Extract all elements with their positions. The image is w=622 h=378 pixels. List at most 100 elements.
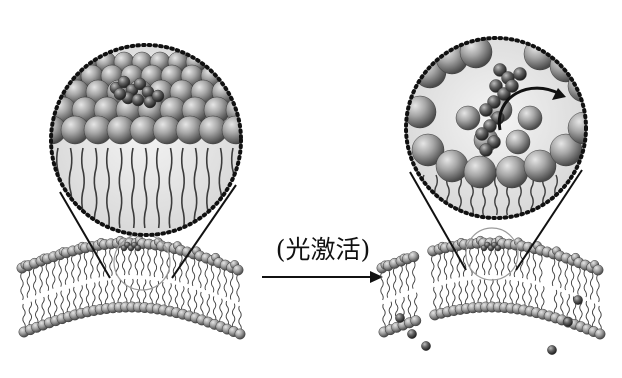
photosensitizer-molecule bbox=[132, 94, 144, 106]
lipid-tail bbox=[497, 279, 499, 305]
lipid-head bbox=[60, 52, 80, 72]
lipid-head bbox=[235, 329, 245, 339]
lipid-tail bbox=[491, 279, 493, 305]
lipid-tail bbox=[465, 281, 467, 307]
lipid-tail bbox=[131, 279, 133, 305]
lipid-tail bbox=[29, 302, 31, 328]
lipid-tail bbox=[78, 253, 80, 281]
lipid-head bbox=[568, 70, 600, 102]
lipid-head bbox=[222, 116, 250, 144]
photosensitizer-molecule bbox=[135, 245, 141, 251]
lipid-tail bbox=[110, 248, 112, 276]
lipid-head bbox=[550, 50, 582, 82]
lipid-head bbox=[456, 106, 480, 130]
lipid-tail bbox=[154, 249, 156, 277]
lipid-tail bbox=[67, 289, 69, 315]
lipid-tail bbox=[182, 286, 184, 312]
disrupted-lipid-bilayer bbox=[377, 236, 605, 355]
lipid-tail bbox=[103, 249, 105, 277]
lipid-tail bbox=[84, 252, 86, 280]
lipid-tail bbox=[226, 301, 228, 327]
lipid-tail bbox=[387, 270, 389, 298]
lipid-tail bbox=[230, 272, 232, 300]
zoom-target-circle bbox=[466, 228, 518, 280]
lipid-tail bbox=[160, 250, 162, 278]
lipid-tail bbox=[470, 248, 472, 276]
lipid-tail bbox=[434, 287, 436, 313]
lipid-tail bbox=[122, 247, 124, 275]
intact-membrane-panel bbox=[17, 45, 257, 339]
lipid-tail bbox=[478, 279, 480, 305]
lipid-tail bbox=[142, 248, 144, 276]
lipid-tail bbox=[510, 280, 512, 306]
lipid-tail bbox=[232, 304, 234, 330]
lipid-tail bbox=[54, 293, 56, 319]
lipid-head bbox=[518, 106, 542, 130]
lipid-tail bbox=[508, 248, 510, 276]
lipid-tail bbox=[586, 301, 588, 327]
lipid-tail bbox=[523, 282, 525, 308]
lipid-head bbox=[222, 52, 242, 72]
lipid-head bbox=[436, 150, 468, 182]
lipid-tail bbox=[112, 280, 114, 306]
lipid-tail bbox=[40, 265, 42, 293]
lipid-tail bbox=[61, 291, 63, 317]
lipid-tail bbox=[74, 287, 76, 313]
lipid-tail bbox=[148, 248, 150, 276]
lipid-tail bbox=[389, 302, 391, 328]
lipid-tail bbox=[105, 281, 107, 307]
lipid-tail bbox=[93, 283, 95, 309]
photosensitizer-molecule bbox=[480, 144, 493, 157]
lipid-tail bbox=[406, 263, 408, 291]
lipid-tail bbox=[150, 280, 152, 306]
lipid-tail bbox=[137, 279, 139, 305]
lipid-tail bbox=[213, 296, 215, 322]
lipid-tail bbox=[27, 270, 29, 298]
lipid-tail bbox=[540, 254, 542, 282]
lipid-tail bbox=[218, 267, 220, 295]
lipid-tail bbox=[33, 267, 35, 295]
lipid-tail bbox=[42, 297, 44, 323]
lipid-tail bbox=[495, 247, 497, 275]
lipid-tail bbox=[578, 267, 580, 295]
lipid-tail bbox=[438, 253, 440, 281]
lipid-tail bbox=[80, 285, 82, 311]
lipid-tail bbox=[48, 295, 50, 321]
lipid-head bbox=[409, 252, 419, 262]
lipid-tail bbox=[65, 257, 67, 285]
lipid-tail bbox=[239, 306, 241, 332]
lipid-tail bbox=[99, 281, 101, 307]
lipid-tail bbox=[408, 295, 410, 321]
lipid-tail bbox=[444, 252, 446, 280]
lipid-tail bbox=[400, 265, 402, 293]
lipid-tail bbox=[554, 290, 556, 316]
lipid-tail bbox=[169, 283, 171, 309]
lipid-tail bbox=[590, 272, 592, 300]
lipid-tail bbox=[459, 281, 461, 307]
lipid-tail bbox=[584, 269, 586, 297]
photosensitizer-molecule bbox=[476, 128, 489, 141]
lipid-tail bbox=[527, 251, 529, 279]
lipid-tail bbox=[53, 261, 55, 289]
photosensitizer-molecule bbox=[114, 88, 126, 100]
lipid-tail bbox=[440, 285, 442, 311]
lipid-tail bbox=[23, 304, 25, 330]
lipid-tail bbox=[207, 294, 209, 320]
lipid-tail bbox=[393, 267, 395, 295]
lipid-tail bbox=[529, 283, 531, 309]
photosensitizer-molecule bbox=[152, 90, 164, 102]
detached-lipid bbox=[563, 317, 572, 326]
lipid-tail bbox=[535, 285, 537, 311]
lipid-tail bbox=[565, 262, 567, 290]
lipid-tail bbox=[220, 299, 222, 325]
lipid-tail bbox=[484, 279, 486, 305]
photosensitizer-molecule bbox=[480, 104, 493, 117]
lipid-head bbox=[506, 130, 530, 154]
lipid-tail bbox=[72, 255, 74, 283]
lipid-tail bbox=[36, 299, 38, 325]
photosensitizer-molecule bbox=[506, 80, 519, 93]
lipid-tail bbox=[451, 251, 453, 279]
lipid-tail bbox=[453, 283, 455, 309]
lipid-tail bbox=[188, 288, 190, 314]
